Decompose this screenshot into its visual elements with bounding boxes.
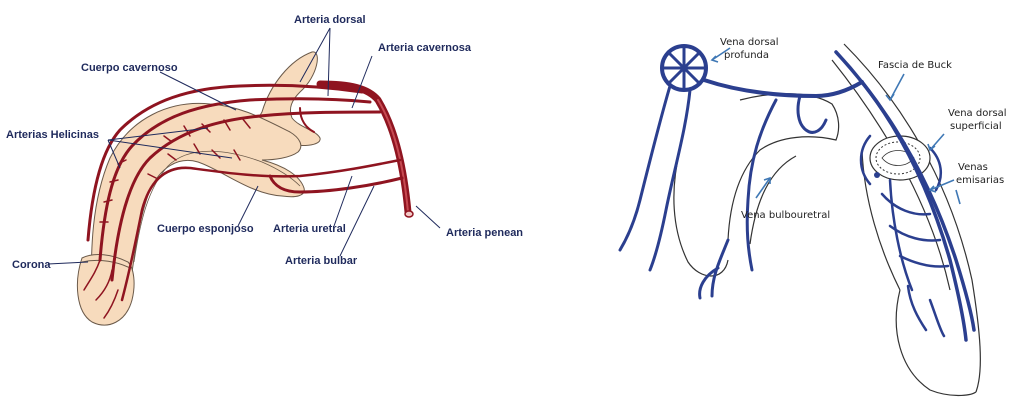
venous-diagram-svg: Vena dorsal profunda Fascia de Buck Vena… [600, 0, 1011, 402]
label-arteria-penean: Arteria penean [446, 227, 523, 239]
label-arterias-helicinas: Arterias Helicinas [6, 129, 99, 141]
artery-cut-end [405, 211, 413, 217]
arterial-diagram-svg: Arteria dorsal Arteria cavernosa Cuerpo … [0, 0, 540, 402]
vena-dorsal-profunda-vessel [704, 80, 862, 96]
arterial-diagram: Arteria dorsal Arteria cavernosa Cuerpo … [0, 0, 540, 402]
perineal-veins [650, 90, 690, 270]
venous-diagram: Vena dorsal profunda Fascia de Buck Vena… [600, 0, 1011, 402]
label-vena-dorsal-profunda-line1: Vena dorsal [720, 37, 779, 48]
label-cuerpo-cavernoso: Cuerpo cavernoso [81, 62, 178, 74]
label-arteria-cavernosa: Arteria cavernosa [378, 42, 472, 54]
vena-bulbouretral-vessel [798, 96, 826, 132]
vein-network [620, 46, 974, 340]
vena-dorsal-superficial-vessel [836, 52, 974, 330]
label-vena-dorsal-superficial-line2: superficial [950, 121, 1002, 132]
label-arteria-uretral: Arteria uretral [273, 223, 346, 235]
label-corona: Corona [12, 259, 51, 271]
label-vena-bulbouretral: Vena bulbouretral [741, 210, 830, 221]
label-venas-emisarias-line1: Venas [958, 162, 988, 173]
vena-bulbouretral-vessel [747, 100, 776, 270]
label-fascia-de-buck: Fascia de Buck [878, 60, 952, 71]
label-arteria-dorsal: Arteria dorsal [294, 14, 366, 26]
venous-plexus [662, 46, 706, 90]
label-vena-dorsal-profunda-line2: profunda [724, 50, 769, 61]
urethra-outline [750, 156, 796, 244]
shaft-outer-outline [844, 44, 980, 392]
label-vena-dorsal-superficial-line1: Vena dorsal [948, 108, 1007, 119]
arteria-penean-trunk [320, 84, 408, 212]
label-cuerpo-esponjoso: Cuerpo esponjoso [157, 223, 254, 235]
glans-outline [896, 290, 976, 396]
vena-bulbouretral-vessel [700, 240, 728, 298]
label-venas-emisarias-line2: emisarias [956, 175, 1004, 186]
label-arteria-bulbar: Arteria bulbar [285, 255, 358, 267]
